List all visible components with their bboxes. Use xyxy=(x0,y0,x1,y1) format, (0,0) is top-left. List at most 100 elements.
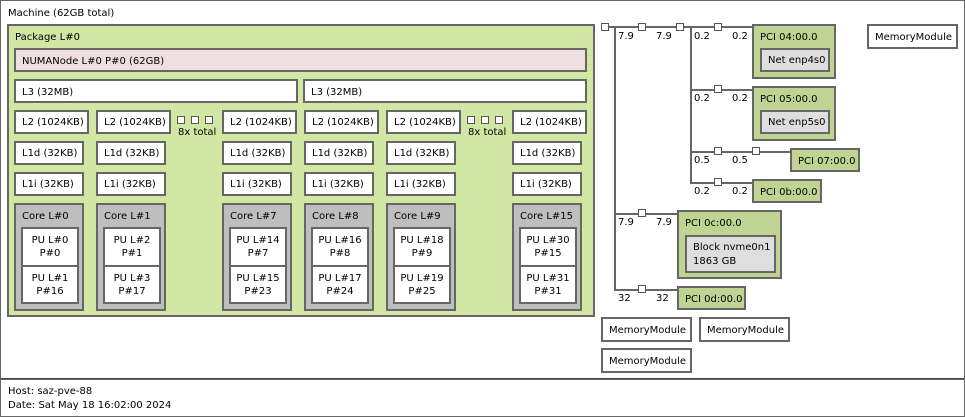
l2-cache-box[interactable]: L2 (1024KB) xyxy=(304,110,379,134)
collapsed-square-icon xyxy=(191,116,199,124)
pci-device-0b[interactable]: PCI 0b:00.0 xyxy=(752,179,822,203)
pci-bridge-icon[interactable] xyxy=(638,23,646,31)
pci-device-0d[interactable]: PCI 0d:00.0 xyxy=(677,286,746,310)
pci-bridge-icon[interactable] xyxy=(676,23,684,31)
l2-cache-box[interactable]: L2 (1024KB) xyxy=(222,110,297,134)
pci-bridge-icon[interactable] xyxy=(714,85,722,93)
l2-cache-box[interactable]: L2 (1024KB) xyxy=(14,110,89,134)
memory-module-box[interactable]: MemoryModule xyxy=(601,348,692,373)
block-device-size: 1863 GB xyxy=(693,256,737,267)
memory-module-label: MemoryModule xyxy=(609,325,687,336)
l1i-cache-box[interactable]: L1i (32KB) xyxy=(512,172,582,196)
block-device-box[interactable]: Block nvme0n1 1863 GB xyxy=(685,235,776,273)
l1d-cache-box[interactable]: L1d (32KB) xyxy=(304,141,374,165)
link-bandwidth-label: 7.9 xyxy=(656,217,672,228)
pci-bridge-icon[interactable] xyxy=(714,147,722,155)
l1i-cache-box[interactable]: L1i (32KB) xyxy=(14,172,84,196)
core-title: Core L#15 xyxy=(520,211,573,222)
pci-device-07[interactable]: PCI 07:00.0 xyxy=(790,148,860,172)
pu-physical-label: P#1 xyxy=(121,248,143,259)
pci-device-04[interactable]: PCI 04:00.0 Net enp4s0 xyxy=(752,24,836,79)
pu-logical-label: PU L#14 xyxy=(236,235,280,246)
pci-device-0c[interactable]: PCI 0c:00.0 Block nvme0n1 1863 GB xyxy=(677,210,782,279)
l1d-cache-label: L1d (32KB) xyxy=(394,148,450,159)
l3-cache-box[interactable]: L3 (32MB) xyxy=(303,79,587,103)
l1d-cache-label: L1d (32KB) xyxy=(104,148,160,159)
link-bandwidth-label: 0.5 xyxy=(732,155,748,166)
pci-link-line xyxy=(690,27,692,183)
link-bandwidth-label: 7.9 xyxy=(656,31,672,42)
pu-physical-label: P#25 xyxy=(408,286,436,297)
net-device-box[interactable]: Net enp4s0 xyxy=(760,48,830,72)
pci-bridge-icon[interactable] xyxy=(714,178,722,186)
pci-bridge-icon[interactable] xyxy=(638,209,646,217)
memory-module-box[interactable]: MemoryModule xyxy=(601,317,692,342)
pci-device-title: PCI 05:00.0 xyxy=(760,94,818,105)
pci-bridge-icon[interactable] xyxy=(638,285,646,293)
l2-cache-label: L2 (1024KB) xyxy=(230,117,292,128)
pu-physical-label: P#0 xyxy=(39,248,61,259)
pu-physical-label: P#16 xyxy=(36,286,64,297)
l1i-cache-box[interactable]: L1i (32KB) xyxy=(222,172,292,196)
pci-link-line xyxy=(690,151,791,153)
l1d-cache-box[interactable]: L1d (32KB) xyxy=(14,141,84,165)
pci-bridge-icon[interactable] xyxy=(752,147,760,155)
l2-cache-label: L2 (1024KB) xyxy=(104,117,166,128)
l1d-cache-box[interactable]: L1d (32KB) xyxy=(512,141,582,165)
l1d-cache-box[interactable]: L1d (32KB) xyxy=(96,141,166,165)
host-label: Host: saz-pve-88 xyxy=(8,386,93,397)
core-title: Core L#0 xyxy=(22,211,69,222)
numa-node-box[interactable]: NUMANode L#0 P#0 (62GB) xyxy=(14,48,587,72)
l1i-cache-label: L1i (32KB) xyxy=(520,179,572,190)
l1d-cache-box[interactable]: L1d (32KB) xyxy=(222,141,292,165)
host-bridge-icon[interactable] xyxy=(601,23,609,31)
pci-device-title: PCI 04:00.0 xyxy=(760,32,818,43)
net-device-box[interactable]: Net enp5s0 xyxy=(760,110,830,134)
l1d-cache-box[interactable]: L1d (32KB) xyxy=(386,141,456,165)
l1i-cache-label: L1i (32KB) xyxy=(104,179,156,190)
date-label: Date: Sat May 18 16:02:00 2024 xyxy=(8,400,172,411)
pci-device-05[interactable]: PCI 05:00.0 Net enp5s0 xyxy=(752,86,836,141)
pu-logical-label: PU L#30 xyxy=(526,235,570,246)
collapsed-square-icon xyxy=(495,116,503,124)
pci-link-line xyxy=(614,213,678,215)
memory-module-box[interactable]: MemoryModule xyxy=(867,24,958,49)
pu-logical-label: PU L#1 xyxy=(31,273,69,284)
pu-logical-label: PU L#17 xyxy=(318,273,362,284)
link-bandwidth-label: 32 xyxy=(618,293,631,304)
link-bandwidth-label: 0.2 xyxy=(694,186,710,197)
net-device-label: Net enp4s0 xyxy=(768,55,826,66)
pu-logical-label: PU L#19 xyxy=(400,273,444,284)
pu-logical-label: PU L#18 xyxy=(400,235,444,246)
l1i-cache-box[interactable]: L1i (32KB) xyxy=(386,172,456,196)
l2-cache-box[interactable]: L2 (1024KB) xyxy=(512,110,587,134)
pu-logical-label: PU L#31 xyxy=(526,273,570,284)
l2-cache-box[interactable]: L2 (1024KB) xyxy=(386,110,461,134)
pu-physical-label: P#31 xyxy=(534,286,562,297)
link-bandwidth-label: 0.2 xyxy=(732,186,748,197)
pci-bridge-icon[interactable] xyxy=(714,23,722,31)
memory-module-box[interactable]: MemoryModule xyxy=(699,317,790,342)
l3-cache-box[interactable]: L3 (32MB) xyxy=(14,79,298,103)
l1i-cache-box[interactable]: L1i (32KB) xyxy=(96,172,166,196)
l2-cache-box[interactable]: L2 (1024KB) xyxy=(96,110,171,134)
l1i-cache-box[interactable]: L1i (32KB) xyxy=(304,172,374,196)
